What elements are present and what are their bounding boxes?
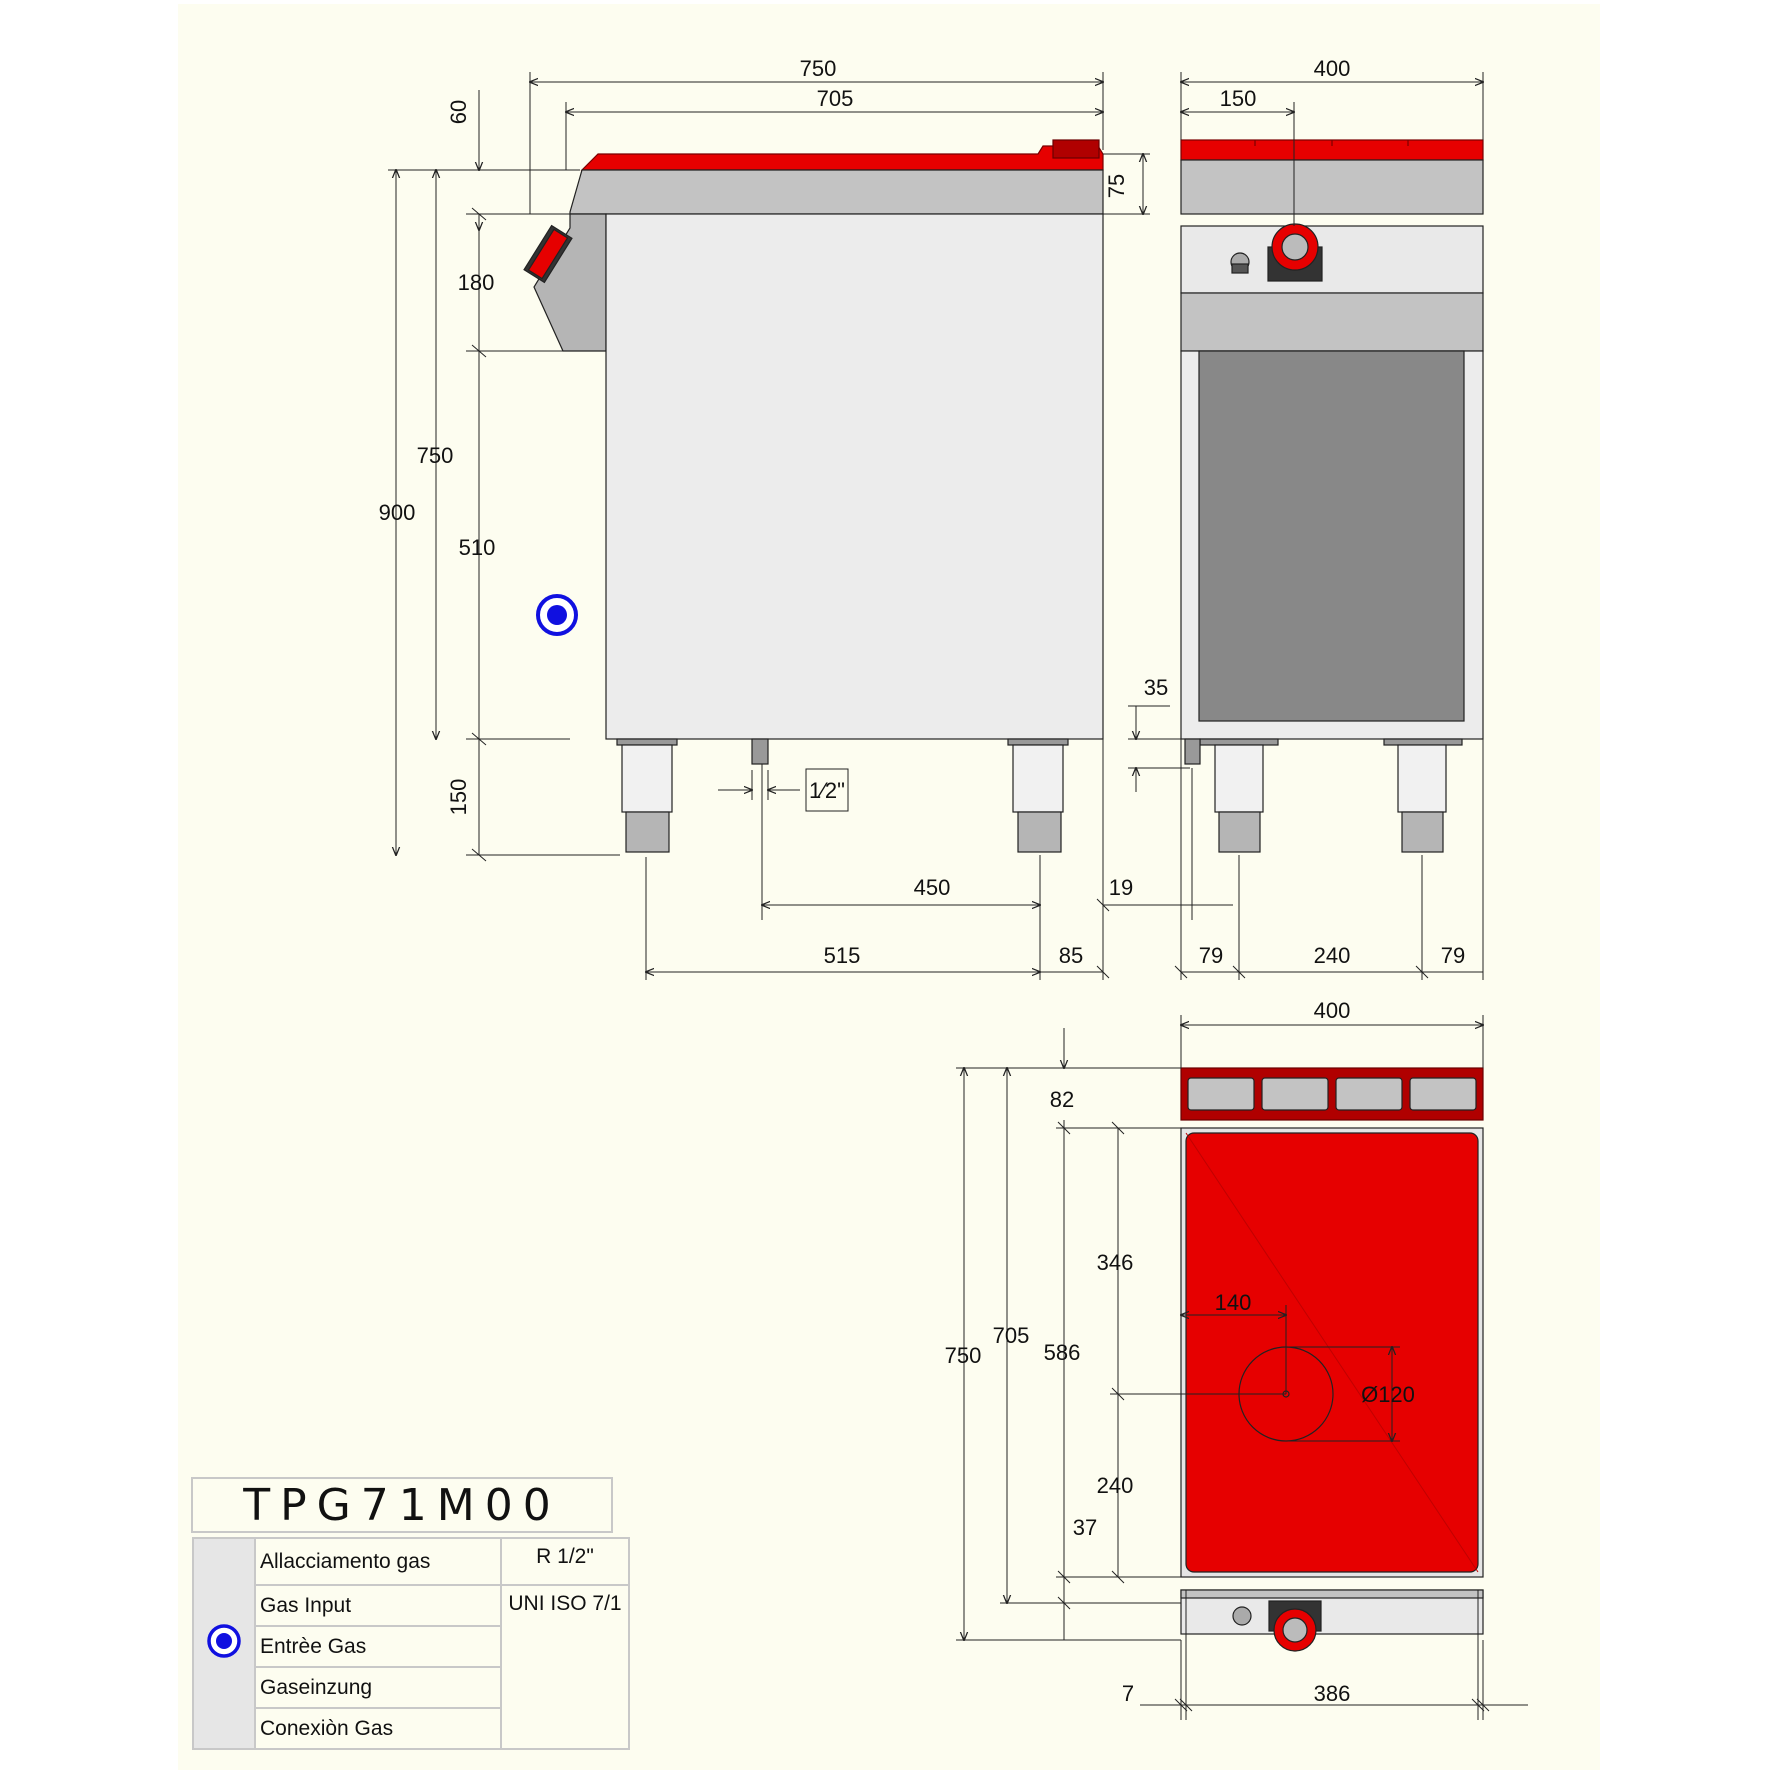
side-foot-right xyxy=(1012,744,1064,813)
dim-180: 180 xyxy=(458,270,495,295)
front-view xyxy=(1180,139,1484,853)
side-body xyxy=(605,213,1104,740)
top-knob xyxy=(1268,1600,1322,1652)
dim-400-front: 400 xyxy=(1314,56,1351,81)
gas-symbol-cell xyxy=(192,1537,256,1750)
side-foot-right-top xyxy=(1007,738,1069,746)
spec-row-label: Conexiòn Gas xyxy=(254,1707,502,1750)
front-control-panel xyxy=(1180,225,1484,294)
dim-140: 140 xyxy=(1215,1290,1252,1315)
spec-row-label: Gaseinzung xyxy=(254,1666,502,1709)
dim-75: 75 xyxy=(1104,174,1129,198)
spec-value-standard: UNI ISO 7/1 xyxy=(500,1584,630,1750)
dim-400-top: 400 xyxy=(1314,998,1351,1023)
spec-row-label: Entrèe Gas xyxy=(254,1625,502,1668)
front-knob xyxy=(1267,223,1323,282)
dim-750-vertical: 750 xyxy=(417,443,454,468)
top-view-labels: 400 82 750 705 586 346 140 Ø120 240 37 7… xyxy=(945,998,1415,1706)
dim-79-right: 79 xyxy=(1441,943,1465,968)
dim-60: 60 xyxy=(446,100,471,124)
dim-750-topview: 750 xyxy=(945,1343,982,1368)
dim-19: 19 xyxy=(1109,875,1133,900)
side-foot-left-top xyxy=(616,738,678,746)
dim-510: 510 xyxy=(459,535,496,560)
gas-inlet-icon xyxy=(207,1623,241,1658)
dim-150: 150 xyxy=(446,779,471,816)
spec-table: Allacciamento gas R 1/2" Gas Input UNI I… xyxy=(192,1537,630,1750)
dim-79-left: 79 xyxy=(1199,943,1223,968)
front-gas-pipe xyxy=(1184,738,1201,765)
side-foot-right-bottom xyxy=(1017,811,1062,853)
model-title: TPG71M00 xyxy=(191,1477,613,1533)
spec-value-connection: R 1/2" xyxy=(500,1537,630,1586)
dim-346: 346 xyxy=(1097,1250,1134,1275)
dim-750-top: 750 xyxy=(800,56,837,81)
dim-diameter-120: Ø120 xyxy=(1361,1382,1415,1407)
side-view xyxy=(523,139,1104,853)
side-view-labels: 750 705 60 75 180 750 900 510 150 1⁄2" 4… xyxy=(379,56,1134,968)
dim-half-inch: 1⁄2" xyxy=(809,778,845,803)
dim-85: 85 xyxy=(1059,943,1083,968)
side-view-dimensions xyxy=(388,72,1175,980)
front-cavity xyxy=(1198,350,1465,722)
pipe-size-box xyxy=(805,768,849,812)
dim-705-topview: 705 xyxy=(993,1323,1030,1348)
dim-705-top: 705 xyxy=(817,86,854,111)
dim-240-front: 240 xyxy=(1314,943,1351,968)
front-view-dimensions xyxy=(1128,72,1483,980)
dim-240-topview: 240 xyxy=(1097,1473,1134,1498)
dim-386: 386 xyxy=(1314,1681,1351,1706)
dim-37: 37 xyxy=(1073,1515,1097,1540)
side-top-frame xyxy=(569,169,1104,215)
dim-7: 7 xyxy=(1122,1681,1134,1706)
front-foot-left xyxy=(1214,744,1264,813)
top-view xyxy=(1180,1067,1484,1652)
front-view-labels: 400 150 35 79 240 79 xyxy=(1144,56,1465,968)
dim-82: 82 xyxy=(1050,1087,1074,1112)
spec-row-label: Gas Input xyxy=(254,1584,502,1627)
side-foot-left-bottom xyxy=(625,811,670,853)
front-top-frame xyxy=(1180,159,1484,215)
dim-515: 515 xyxy=(824,943,861,968)
front-lower-frame xyxy=(1180,292,1484,352)
top-view-dimensions xyxy=(956,1015,1528,1720)
side-gas-inlet-symbol xyxy=(536,594,578,636)
dim-450: 450 xyxy=(914,875,951,900)
front-foot-right xyxy=(1397,744,1447,813)
side-foot-left xyxy=(621,744,673,813)
dim-586: 586 xyxy=(1044,1340,1081,1365)
spec-row-label: Allacciamento gas xyxy=(254,1537,502,1586)
side-gas-pipe xyxy=(751,738,769,765)
dim-150-front: 150 xyxy=(1220,86,1257,111)
dim-900: 900 xyxy=(379,500,416,525)
side-knob xyxy=(523,224,573,284)
dim-35: 35 xyxy=(1144,675,1168,700)
side-top-plate xyxy=(580,145,1104,171)
side-splash xyxy=(1052,139,1100,159)
